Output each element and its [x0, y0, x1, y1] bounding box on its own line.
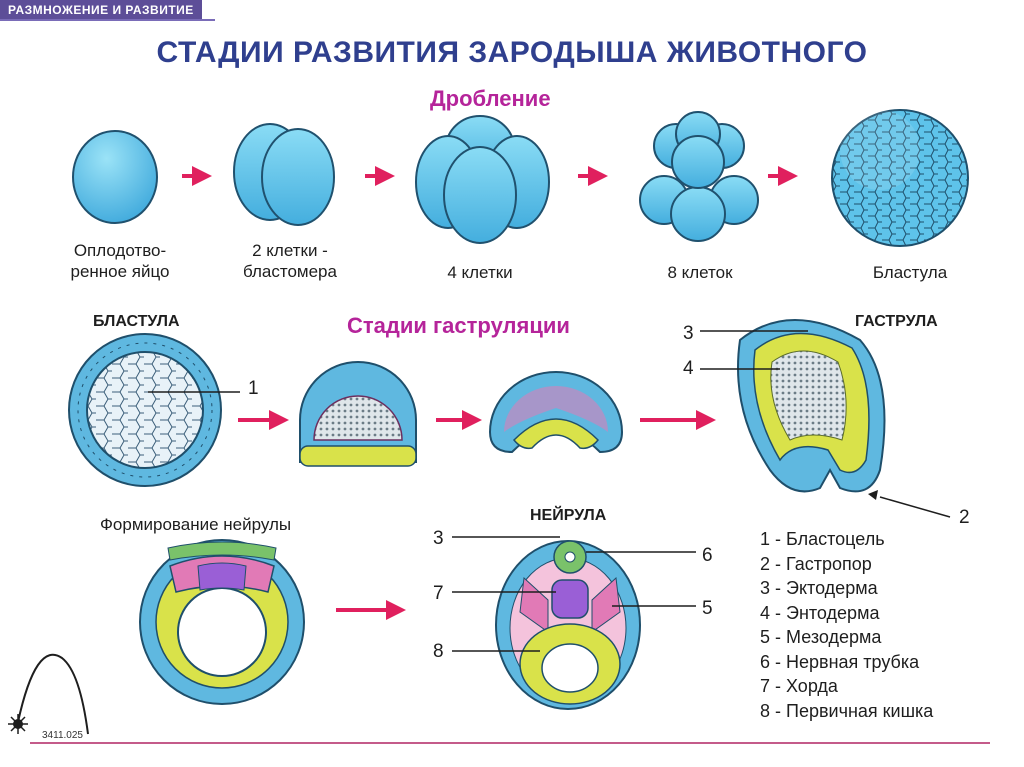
label-3-neurula: 3 — [433, 528, 444, 549]
header-blastula: БЛАСТУЛА — [93, 313, 180, 330]
arrow-icon — [238, 410, 716, 620]
caption-two-line1: 2 клетки - — [252, 241, 328, 260]
label-4-gastrula: 4 — [683, 358, 694, 379]
blastula-sphere — [831, 109, 969, 247]
header-neurula: НЕЙРУЛА — [530, 507, 607, 524]
label-7: 7 — [433, 583, 444, 604]
two-cell-stage — [233, 123, 335, 226]
label-8: 8 — [433, 641, 444, 662]
eight-cell-stage — [639, 111, 759, 242]
neurula-formation — [139, 539, 305, 705]
caption-eight-cells: 8 клеток — [667, 263, 733, 282]
caption-two-cells: 2 клетки - бластомера — [220, 240, 360, 282]
label-3-gastrula: 3 — [683, 323, 694, 344]
legend-item: 3 - Эктодерма — [760, 578, 878, 598]
caption-blastula: Бластула — [872, 263, 948, 282]
caption-four-cells: 4 клетки — [447, 263, 513, 282]
caption-zygote-line2: ренное яйцо — [70, 262, 170, 281]
badge-underline — [0, 19, 215, 21]
topic-badge: РАЗМНОЖЕНИЕ И РАЗВИТИЕ — [0, 0, 202, 20]
publisher-logo — [8, 653, 89, 735]
gastrula — [700, 319, 951, 518]
zygote-egg — [72, 130, 158, 224]
legend-item: 6 - Нервная трубка — [760, 651, 920, 672]
legend-item: 4 - Энтодерма — [760, 602, 880, 623]
header-gastrula: ГАСТРУЛА — [855, 313, 938, 330]
footer-rule — [30, 742, 990, 744]
legend-item: 8 - Первичная кишка — [760, 700, 934, 721]
caption-zygote: Оплодотво- ренное яйцо — [50, 240, 190, 282]
caption-zygote-line1: Оплодотво- — [73, 241, 167, 260]
blastula-section — [68, 333, 240, 487]
header-neurula-formation: Формирование нейрулы — [100, 515, 292, 534]
mid-gastrula — [488, 371, 624, 454]
section-gastrulation: Стадии гаструляции — [347, 313, 570, 338]
four-cell-stage — [415, 115, 550, 244]
label-5: 5 — [702, 598, 713, 619]
legend-item: 7 - Хорда — [760, 676, 838, 696]
legend-item: 1 - Бластоцель — [760, 529, 885, 549]
catalog-code: 3411.025 — [42, 730, 83, 741]
legend-item: 2 - Гастропор — [760, 553, 872, 574]
label-6: 6 — [702, 545, 713, 566]
caption-two-line2: бластомера — [243, 262, 337, 281]
label-2: 2 — [959, 507, 970, 528]
section-cleavage: Дробление — [430, 86, 551, 111]
early-gastrula — [299, 361, 417, 467]
label-1: 1 — [248, 378, 259, 399]
page-title: СТАДИИ РАЗВИТИЯ ЗАРОДЫША ЖИВОТНОГО — [156, 36, 868, 69]
neurula — [452, 536, 696, 710]
legend: 1 - Бластоцель 2 - Гастропор 3 - Эктодер… — [760, 527, 933, 723]
legend-item: 5 - Мезодерма — [760, 627, 882, 647]
